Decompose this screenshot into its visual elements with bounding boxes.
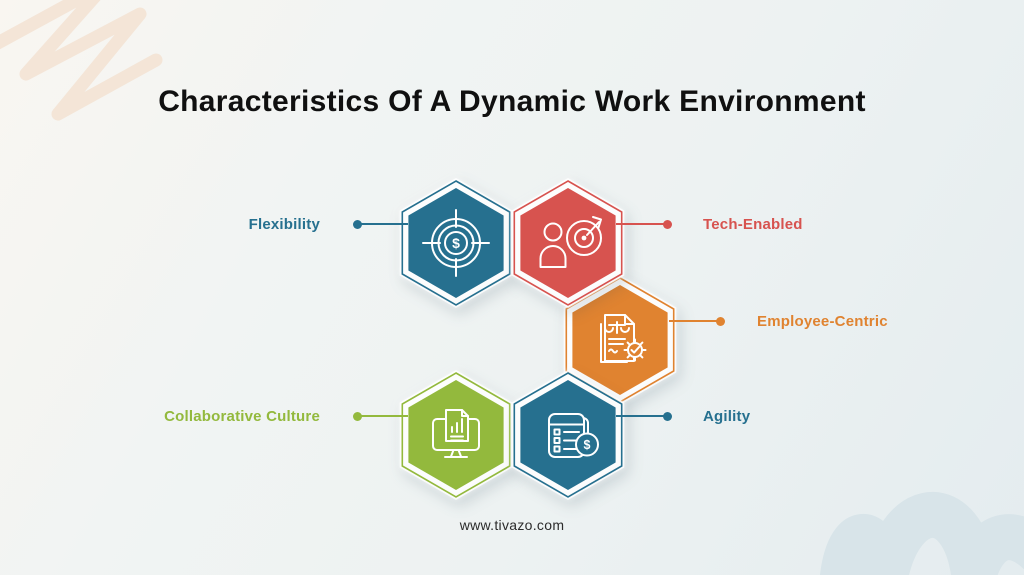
scribble-decoration	[0, 0, 163, 121]
feature-label-tech-enabled: Tech-Enabled	[703, 216, 803, 233]
connector-dot	[715, 316, 725, 326]
feature-label-agility: Agility	[703, 408, 751, 425]
hexagon-collaborative-culture	[399, 370, 513, 500]
feature-label-employee-centric: Employee-Centric	[757, 313, 888, 330]
website-url: www.tivazo.com	[459, 517, 565, 533]
connector-collaborative-culture	[352, 411, 408, 421]
connector-dot	[662, 411, 672, 421]
person-target-icon	[539, 216, 602, 268]
page-title: Characteristics Of A Dynamic Work Enviro…	[158, 85, 866, 119]
connector-employee-centric	[669, 316, 725, 326]
svg-text:$: $	[584, 438, 591, 452]
feature-label-flexibility: Flexibility	[248, 216, 320, 233]
hexagon-flexibility: $	[399, 178, 513, 308]
target-dollar-icon: $	[422, 209, 490, 277]
hexagon-tech-enabled	[511, 178, 625, 308]
connector-dot	[352, 219, 362, 229]
wave-decoration	[820, 492, 1024, 575]
connector-dot	[352, 411, 362, 421]
connector-tech-enabled	[616, 219, 672, 229]
feature-label-collaborative-culture: Collaborative Culture	[164, 408, 320, 425]
hexagon-employee-centric	[563, 275, 677, 405]
hexagon-agility: $	[511, 370, 625, 500]
svg-text:$: $	[452, 235, 460, 251]
checklist-dollar-icon: $	[548, 413, 599, 458]
document-scales-gear-icon	[600, 314, 647, 363]
connector-dot	[662, 219, 672, 229]
monitor-report-icon	[432, 409, 480, 458]
connector-flexibility	[352, 219, 408, 229]
connector-agility	[616, 411, 672, 421]
